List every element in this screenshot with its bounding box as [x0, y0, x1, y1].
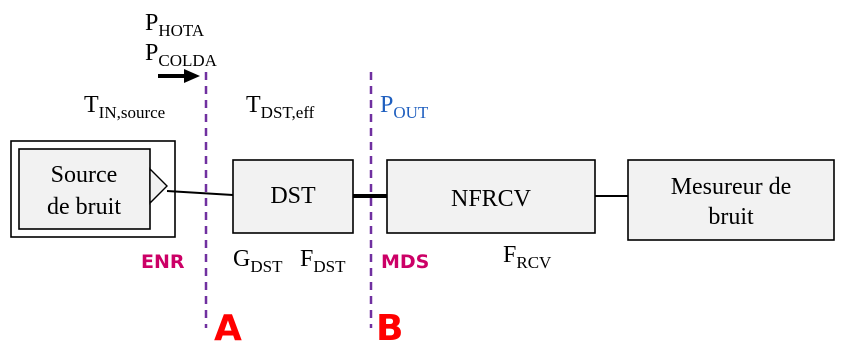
- source-inner-box: [18, 148, 151, 230]
- noise-meter-label-line2: bruit: [708, 204, 754, 230]
- dst-box: [232, 159, 354, 234]
- p-cold-label: PCOLDA: [145, 40, 218, 70]
- p-out-label: POUT: [380, 92, 429, 122]
- nfrcv-label: NFRCV: [451, 186, 532, 212]
- f-dst-label: FDST: [300, 246, 346, 276]
- dst-label: DST: [270, 183, 316, 209]
- enr-label: ENR: [141, 251, 185, 273]
- source-label-line2: de bruit: [47, 194, 121, 220]
- wire-source-dst: [166, 190, 234, 196]
- t-in-source-label: TIN,source: [84, 92, 165, 122]
- f-rcv-label: FRCV: [503, 242, 552, 272]
- g-dst-label: GDST: [233, 246, 283, 276]
- mds-label: MDS: [381, 251, 429, 273]
- source-output-connector: [149, 167, 168, 205]
- plane-b-label: B: [376, 308, 403, 343]
- t-dst-eff-label: TDST,eff: [246, 92, 315, 122]
- source-label-line1: Source: [51, 162, 118, 188]
- noise-meter-box: [627, 159, 835, 241]
- input-arrow-head: [184, 69, 200, 83]
- nfrcv-box: [386, 159, 596, 234]
- p-hot-label: PHOTA: [145, 10, 205, 40]
- plane-a-label: A: [214, 308, 242, 343]
- noise-meter-label-line1: Mesureur de: [671, 174, 792, 200]
